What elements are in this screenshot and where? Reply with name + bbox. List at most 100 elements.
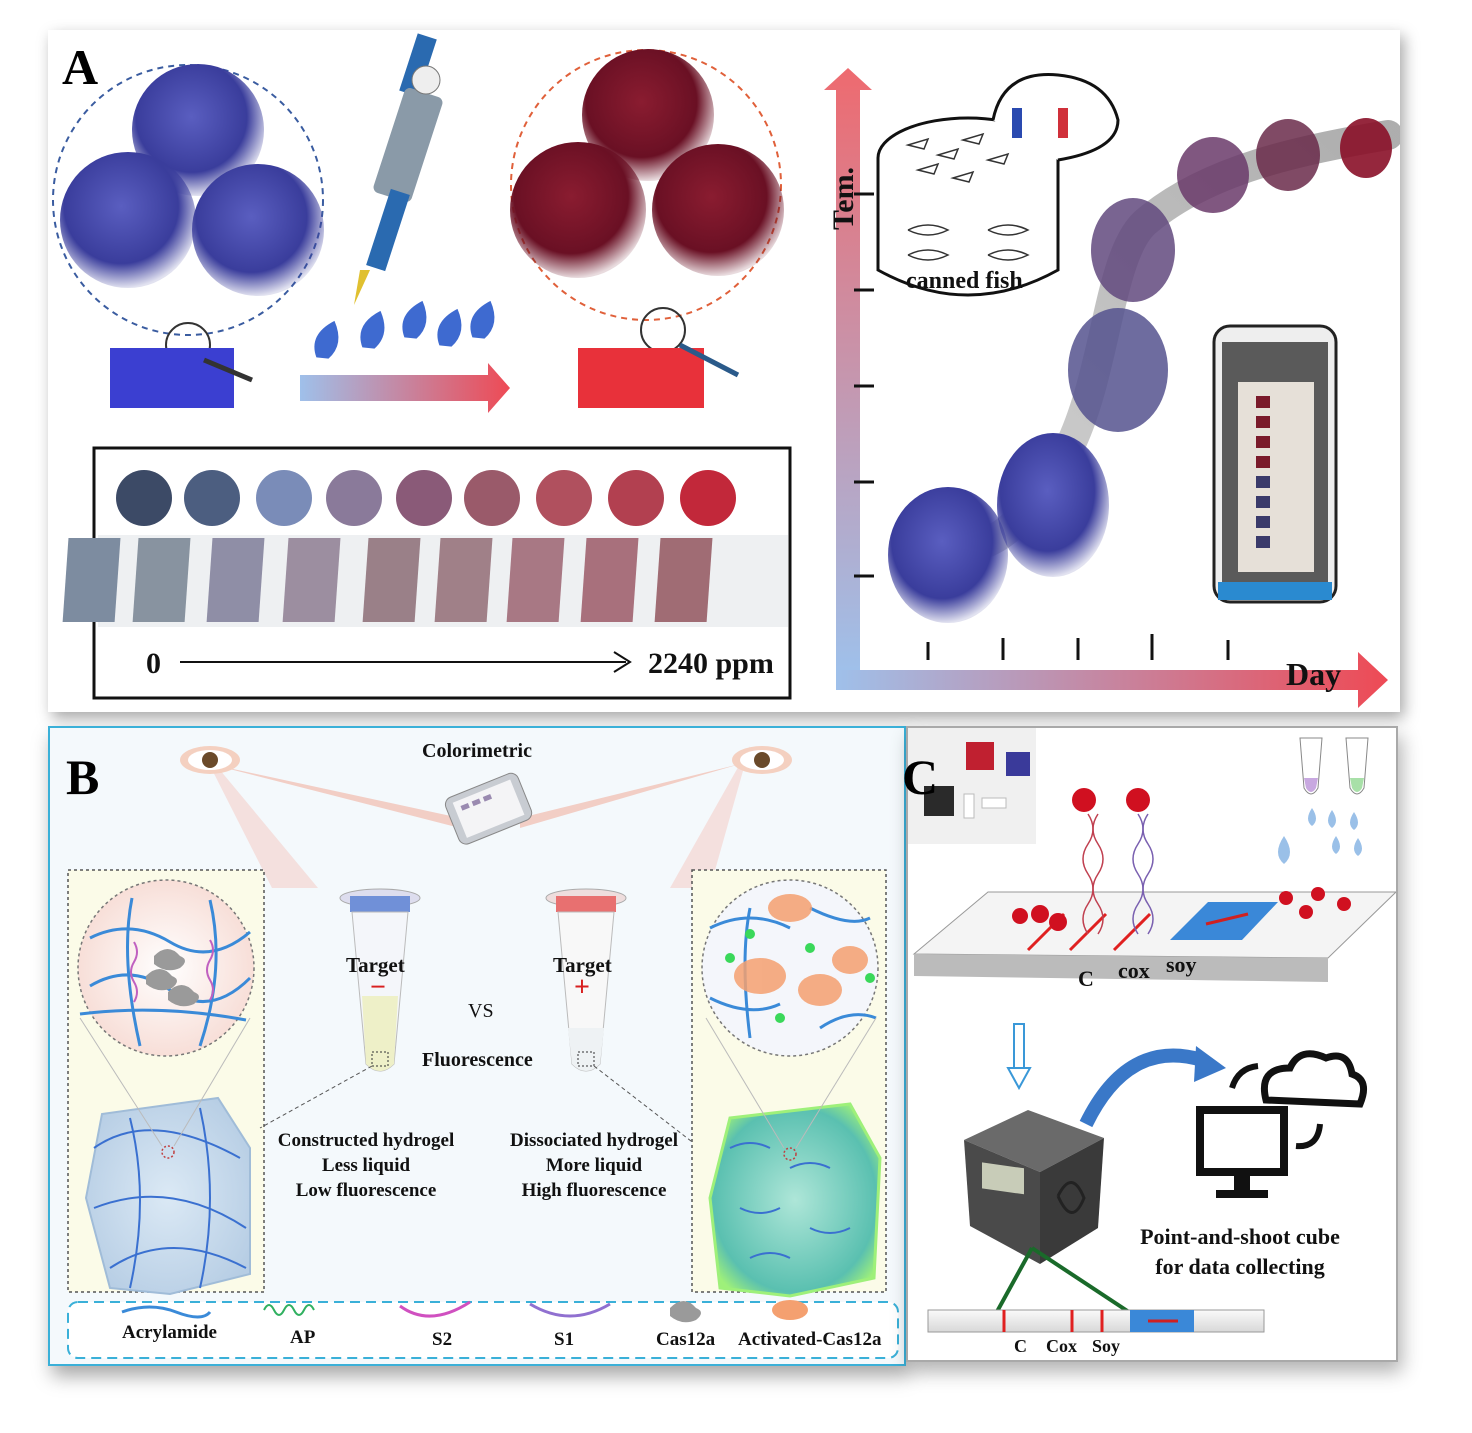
left-hydrogel-network [93,1107,247,1289]
left-desc-line-2: Less liquid [322,1155,411,1176]
panel-b-graphic: Colorimetric [67,740,899,1359]
right-hydrogel-focus [783,1147,797,1161]
blue-state-block [110,348,234,408]
flat-strip-label-cox: Cox [1046,1336,1077,1356]
process-arrow [300,363,510,413]
colorimetric-label: Colorimetric [422,740,532,762]
magnifier-right-icon [640,307,686,353]
right-tube-focus [577,1051,595,1067]
lateral-flow-strip-top [912,891,1398,959]
left-tube [339,888,421,1072]
left-eye-ray [200,746,318,888]
right-activated-cas12a [734,894,868,1006]
left-callout-line [259,1065,373,1129]
legend-cas12a-icon [670,1301,701,1323]
legend-ap-icon [263,1304,315,1316]
blue-microgel-cluster [60,64,324,296]
pipette-icon [354,33,443,305]
inset-cubes [924,742,1030,819]
left-hydrogel [84,1096,251,1296]
legend-cas12a: Cas12a [656,1329,716,1350]
strip-top-label-cox: cox [1118,958,1150,983]
color-spots [116,470,736,526]
legend-labels: Acrylamide AP S2 S1 Cas12a Activated-Cas… [122,1322,882,1350]
flat-strip [927,1309,1265,1333]
left-hydrogel-focus [161,1145,175,1159]
left-zoom-line-a [79,1017,163,1147]
panel-b: Colorimetric [48,726,906,1366]
fluorescence-label: Fluorescence [422,1049,533,1071]
canned-fish-icon: canned fish [876,73,1120,297]
left-tube-focus [371,1051,389,1067]
red-zoom-circle [510,49,782,321]
flat-strip-labels: C Cox Soy [1014,1336,1120,1356]
right-zoom-line-a [705,1017,785,1149]
left-dna [130,939,214,1003]
left-cas12a [146,949,199,1007]
lateral-flow-strip-side [914,954,1328,982]
legend-s2-icon [399,1300,471,1318]
cube-caption-line-2: for data collecting [1155,1254,1324,1279]
upload-curved-arrow [1079,1048,1204,1128]
left-target-label: Target [346,953,405,977]
x-axis-arrow [836,652,1388,708]
canned-fish-label: canned fish [906,268,1023,294]
left-desc-line-1: Constructed hydrogel [278,1130,454,1151]
legend-ap: AP [290,1327,316,1348]
strip-top-labels: C cox soy [1078,952,1197,991]
panel-a-label: A [62,39,99,95]
legend-activated-cas12a: Activated-Cas12a [738,1329,882,1350]
x-ticks [926,634,1230,660]
red-state-block [578,348,704,408]
right-desc-line-3: High fluorescence [522,1180,667,1201]
point-and-shoot-cube [964,1110,1104,1264]
right-fluorophores [725,929,875,1023]
right-target-label: Target [553,953,612,977]
right-callout-line [593,1065,701,1149]
legend-s1-icon [529,1302,611,1318]
legend-acrylamide: Acrylamide [122,1322,217,1343]
left-eye-icon [180,746,240,774]
down-arrow-icon [1006,1023,1032,1091]
y-axis-label: Tem. [827,167,860,230]
magnifier-right-handle [678,342,740,378]
scale-arrow-head [613,651,632,673]
legend-s1: S1 [554,1329,574,1350]
panel-c-graphic: C cox soy [908,728,1398,1356]
legend-acrylamide-icon [121,1305,212,1319]
flat-strip-label-soy: Soy [1092,1336,1120,1356]
cube-caption: Point-and-shoot cube for data collecting [1140,1224,1340,1279]
flow-arrow [1205,912,1249,926]
monitor-cloud-icon [1196,1050,1368,1198]
red-microgel-cluster [510,49,784,278]
sample-tubes [1299,737,1369,795]
left-description: Constructed hydrogel Less liquid Low flu… [278,1130,454,1201]
magnifier-left-handle [203,357,253,383]
left-desc-line-3: Low fluorescence [296,1180,437,1201]
cube-caption-line-1: Point-and-shoot cube [1140,1224,1340,1249]
scale-start-label: 0 [146,647,161,680]
dna-strands [1082,813,1154,935]
right-hydrogel-network [729,1142,851,1259]
right-desc-line-2: More liquid [546,1155,643,1176]
y-ticks [854,192,874,578]
y-axis-arrow [824,68,872,670]
droplets [314,300,495,359]
target-plus-sign: + [574,972,590,1003]
strip-top-label-c: C [1078,966,1094,991]
right-phone-ray [520,764,740,828]
panel-a-graphic: 0 2240 ppm Tem. Day [52,33,1403,708]
panel-c: C cox soy [902,726,1398,1362]
right-eye-ray [670,746,750,888]
upload-arrow-head [1194,1046,1226,1082]
panel-a: 0 2240 ppm Tem. Day [48,30,1403,712]
right-description: Dissociated hydrogel More liquid High fl… [510,1130,678,1201]
strip-top-label-soy: soy [1166,952,1197,977]
right-network [709,906,877,1039]
left-phone-ray [210,764,460,828]
right-hydrogel [708,1102,882,1298]
blue-zoom-circle [52,64,324,336]
vs-label: VS [468,1000,494,1022]
flat-strip-label-c: C [1014,1336,1027,1356]
test-strips [62,538,713,622]
